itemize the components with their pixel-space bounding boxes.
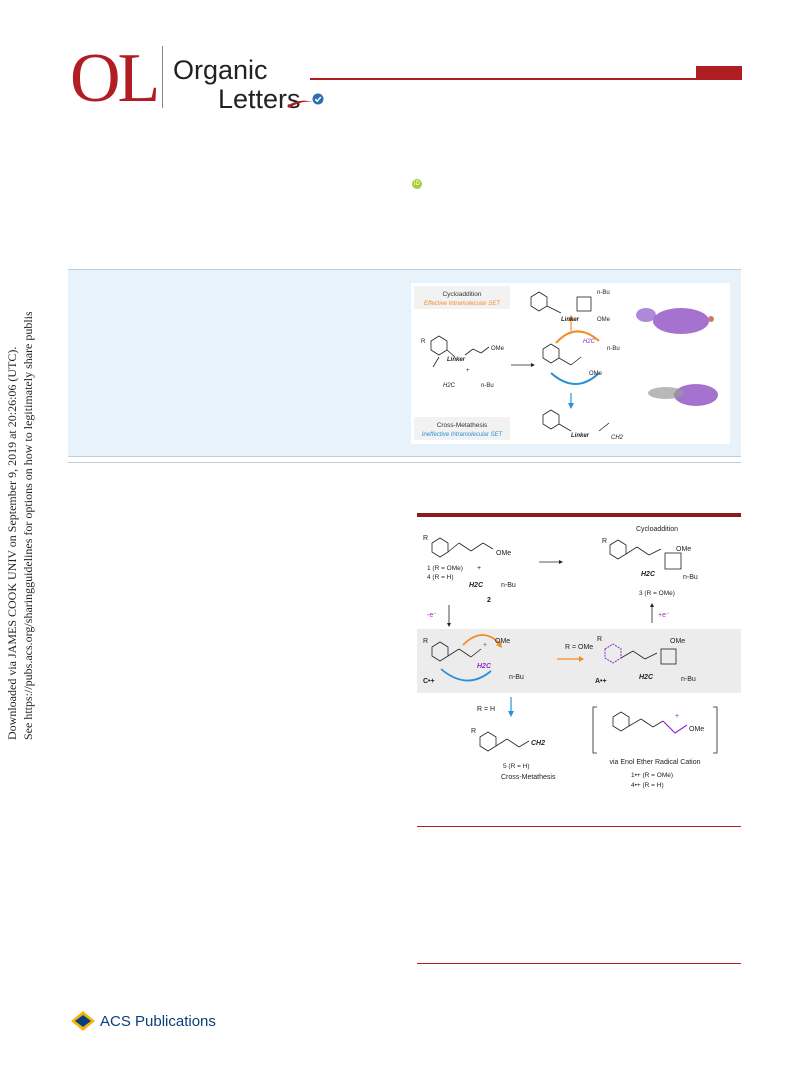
toc-linker: Linker [447,357,466,363]
toc-cyclo-title: Cycloaddition [442,291,481,298]
scheme-top-rule [417,513,741,517]
scheme-bottom-rule-2 [417,963,741,964]
toc-linker-top: Linker [561,317,580,323]
scheme-h2c3: H2C [641,571,656,578]
toc-graphic: Cycloaddition Effective Intramolecular S… [411,283,730,444]
orcid-icon[interactable]: iD [412,179,422,189]
publisher-name[interactable]: ACS Publications [100,1013,216,1030]
scheme-h2c-top: H2C [469,582,484,589]
toc-nbu-top: n-Bu [597,290,610,296]
scheme-ch2: CH2 [531,740,545,747]
scheme-r5: R [471,728,476,735]
logo-swoosh-icon [287,100,313,108]
scheme-ome3: OMe [676,546,691,553]
scheme-plus-rc2: + [675,713,679,720]
journal-logo-mark: OL [70,40,160,117]
journal-name-line2: Letters [218,84,301,114]
scheme-ome-rc2: OMe [689,726,704,733]
toc-plus: + [466,368,470,374]
scheme-ra: R [597,636,602,643]
scheme-label-5: 5 (R = H) [503,763,530,770]
scheme-via: via Enol Ether Radical Cation [609,759,700,766]
toc-nbu-rc: n-Bu [607,346,620,352]
toc-h2c: H2C [443,383,456,389]
toc-ome-top: OMe [597,317,611,323]
scheme-r1: R [423,535,428,542]
scheme-cross: Cross-Metathesis [501,774,556,781]
toc-cyclo-sub: Effective Intramolecular SET [424,301,501,307]
abstract-under-rule [68,462,741,463]
journal-name-line1: Organic [173,55,268,85]
header-tab [696,66,742,80]
toc-h2c-rc: H2C [583,339,596,345]
scheme-r-h: R = H [477,706,495,713]
toc-intermediate [542,343,582,366]
scheme-plus-rc: + [483,642,487,649]
scheme-label-4rc: 4•+ (R = H) [631,782,664,789]
toc-ome-rc: OMe [589,371,603,377]
scheme-ome-a: OMe [670,638,685,645]
scheme-a-rc: A•+ [595,678,607,685]
scheme-minus-e: -e⁻ [427,612,437,619]
toc-r-label: R [421,339,426,345]
scheme-ome-c: OMe [495,638,510,645]
scheme-r3: R [602,538,607,545]
scheme-nbu3: n-Bu [683,574,698,581]
toc-linker-bot: Linker [571,433,590,439]
scheme-title: Cycloaddition [636,526,678,533]
toc-meta-product [542,409,610,432]
scheme-h2c-c: H2C [477,663,492,670]
header-rule [310,78,742,80]
scheme-bottom-rule [417,826,741,827]
scheme-nbu-top: n-Bu [501,582,516,589]
toc-cyclo-product [530,291,592,314]
scheme-label-1: 1 (R = OMe) [427,565,463,572]
scheme-label-1rc: 1•+ (R = OMe) [631,772,673,779]
toc-ome: OMe [491,346,505,352]
reaction-scheme: R OMe 1 (R = OMe) 4 (R = H) + H2C n-Bu 2… [417,526,741,789]
verified-check-icon[interactable] [312,93,324,105]
toc-meta-sub: Ineffective Intramolecular SET [422,432,504,438]
orbital-render-bottom [648,384,718,406]
scheme-label-4: 4 (R = H) [427,574,454,581]
scheme-h2c-a: H2C [639,674,654,681]
toc-reactant [430,335,490,368]
toc-nbu: n-Bu [481,383,494,389]
scheme-ome1: OMe [496,550,511,557]
scheme-r-ome: R = OMe [565,644,593,651]
scheme-label-3: 3 (R = OMe) [639,590,675,597]
download-note-line1: Downloaded via JAMES COOK UNIV on Septem… [5,347,19,740]
scheme-plus-top: + [477,565,481,572]
download-note: Downloaded via JAMES COOK UNIV on Septem… [2,253,42,742]
scheme-rc: R [423,638,428,645]
download-note-line2[interactable]: See https://pubs.acs.org/sharingguidelin… [21,253,35,740]
scheme-plus-e: +e⁻ [658,612,670,619]
scheme-nbu-c: n-Bu [509,674,524,681]
scheme-label-2: 2 [487,597,491,604]
logo-divider [162,46,163,108]
acs-logo-icon [71,1011,95,1031]
scheme-c-rc: C•+ [423,678,435,685]
orbital-render-top [636,308,714,334]
scheme-nbu-a: n-Bu [681,676,696,683]
toc-meta-title: Cross-Metathesis [437,422,488,429]
toc-ch2: CH2 [611,435,624,441]
